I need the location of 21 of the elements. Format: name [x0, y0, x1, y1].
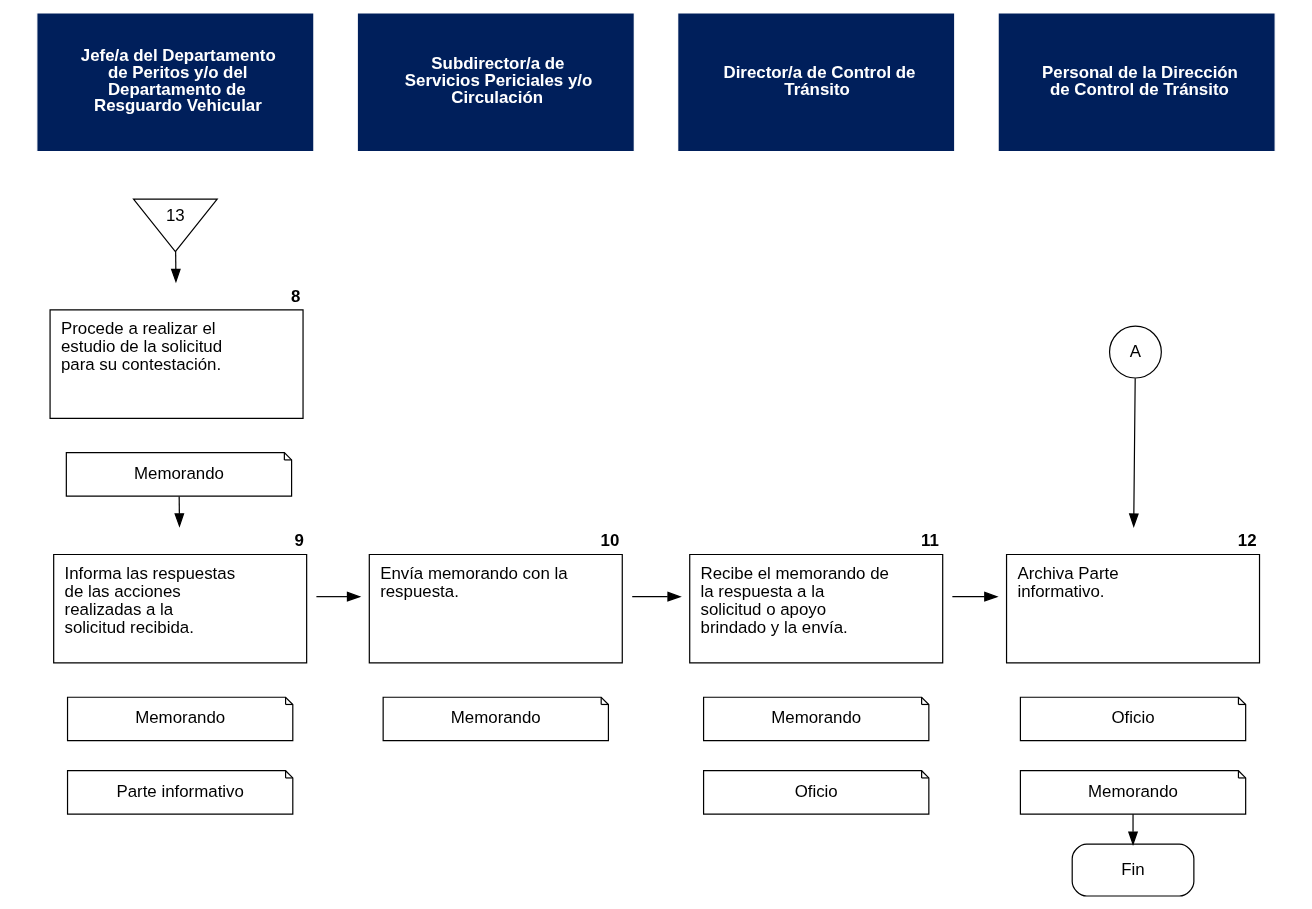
arrow [1128, 377, 1139, 528]
node-box: Informa las respuestas de las acciones realizadas a la solicitud recibida. [53, 553, 308, 664]
node-box: Envía memorando con la respuesta. [368, 553, 623, 664]
node-box: Recibe el memorando de la respuesta a la solicitud o apoyo brindado y la envía. [689, 553, 944, 664]
arrow [951, 591, 999, 602]
node-box: Director/a de Control de Tránsito [677, 12, 956, 153]
node-label: 11 [921, 531, 939, 551]
node-circle: A [1108, 325, 1162, 379]
node-label: 12 [1237, 531, 1257, 551]
arrow [315, 591, 362, 602]
node-box: Jefe/a del Departamento de Peritos y/o del Departamento de Resguardo Vehicular [36, 12, 315, 153]
node-box: Procede a realizar el estudio de la solicitud para su contestación. [49, 309, 304, 419]
arrow [631, 591, 682, 602]
node-box: Subdirector/a de Servicios Periciales y/o Circulación [356, 12, 635, 153]
node-label: 8 [291, 286, 301, 306]
node-box: Personal de la Dirección de Control de Tránsito [997, 12, 1276, 153]
arrow [1127, 813, 1139, 846]
node-label: 9 [294, 531, 304, 551]
node-box: Fin [1071, 843, 1195, 897]
node-label: 10 [600, 531, 620, 551]
node-box: Archiva Parte informativo. [1005, 553, 1261, 664]
